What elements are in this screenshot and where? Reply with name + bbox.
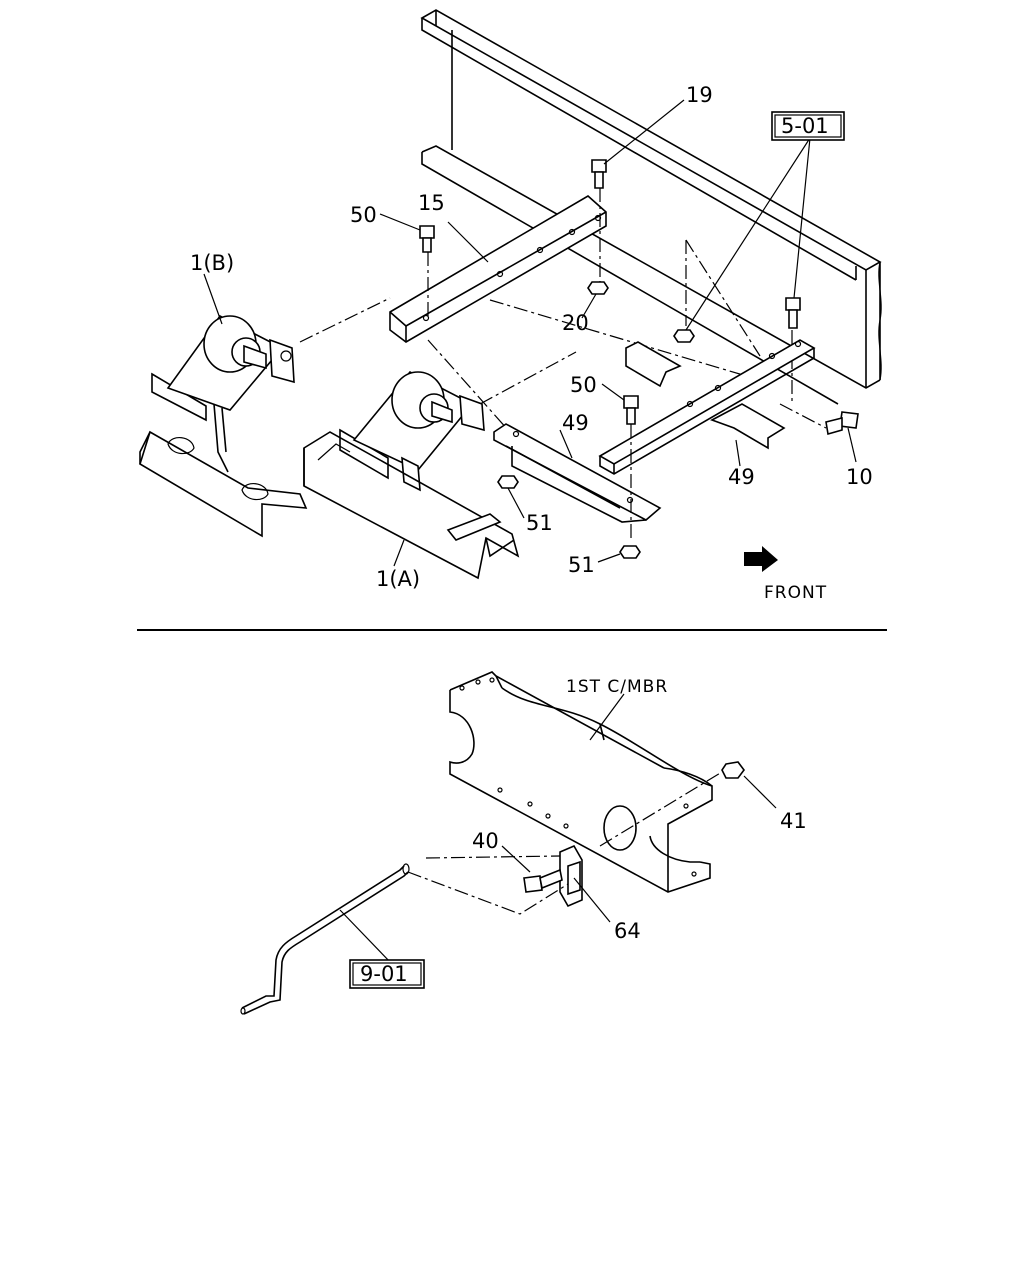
callout-50-lower: 50 [570, 373, 597, 397]
winch-1a [303, 370, 520, 580]
winch-1b [139, 314, 308, 538]
front-label: FRONT [764, 583, 827, 603]
callout-1b: 1(B) [190, 251, 234, 275]
leader-lines-lower [339, 693, 777, 965]
nut-20 [587, 281, 609, 295]
bolt-19 [591, 159, 607, 189]
reference-box-5-01: 5-01 [771, 111, 845, 141]
nut-41 [599, 761, 745, 847]
callout-49-right: 49 [728, 465, 755, 489]
callout-64: 64 [614, 919, 641, 943]
crossmember-1st [449, 671, 713, 893]
callout-40: 40 [472, 829, 499, 853]
callout-1a: 1(A) [376, 567, 420, 591]
bracket-49-left [493, 423, 662, 523]
assembly-lines-upper [299, 188, 793, 431]
callout-49-left: 49 [562, 411, 589, 435]
front-arrow-icon [744, 546, 778, 572]
bolt-40 [523, 868, 563, 893]
leader-lines-upper [203, 99, 857, 567]
callout-51-lower: 51 [568, 553, 595, 577]
callout-15: 15 [418, 191, 445, 215]
nut-51-lower [619, 545, 641, 559]
pipe-9-01 [240, 855, 569, 1015]
nut-51-upper [497, 475, 519, 489]
svg-text:5-01: 5-01 [781, 114, 829, 138]
callout-19: 19 [686, 83, 713, 107]
bracket-15 [389, 195, 607, 343]
callout-50-upper: 50 [350, 203, 377, 227]
bracket-49-right [598, 339, 816, 475]
bracket-64 [559, 844, 583, 908]
callout-20: 20 [562, 311, 589, 335]
bolt-50-upper [419, 225, 435, 253]
crossmember-label: 1ST C/MBR [566, 677, 668, 697]
callout-41: 41 [780, 809, 807, 833]
svg-text:9-01: 9-01 [360, 962, 408, 986]
bolt-5-01 [673, 297, 801, 343]
callout-51-upper: 51 [526, 511, 553, 535]
bolt-10 [779, 403, 859, 436]
callout-10: 10 [846, 465, 873, 489]
frame-rail [420, 9, 882, 405]
bolt-50-lower [623, 395, 639, 540]
reference-box-9-01: 9-01 [349, 959, 425, 989]
